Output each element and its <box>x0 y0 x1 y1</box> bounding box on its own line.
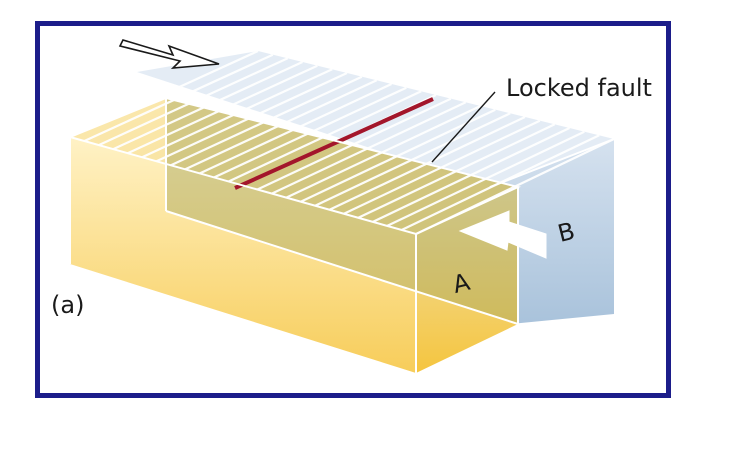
fault-plane <box>166 98 518 324</box>
surface-stripe <box>199 83 392 175</box>
block-b-label: B <box>555 217 578 248</box>
block-b-front-face <box>490 139 614 326</box>
surface-stripe <box>69 49 259 139</box>
fault-label: Locked fault <box>506 74 652 102</box>
locked-fault-line <box>234 97 434 190</box>
panel-label: (a) <box>51 291 84 319</box>
block-a-side-face <box>70 137 416 373</box>
fault-label-leader <box>431 91 496 163</box>
block-a-top-face <box>70 98 518 234</box>
surface-stripe <box>98 57 289 147</box>
motion-arrow-right <box>458 210 547 259</box>
surface-stripe <box>271 101 467 195</box>
surface-stripe <box>170 75 363 167</box>
figure-frame: Locked fault (a) B A <box>35 21 671 398</box>
surface-stripe <box>285 105 481 199</box>
surface-stripe <box>184 79 378 171</box>
surface-stripe <box>213 86 407 179</box>
fault-block-diagram: Locked fault (a) B A <box>51 39 652 373</box>
surface-stripe <box>256 97 452 191</box>
block-a-label: A <box>450 268 473 299</box>
surface-stripe <box>228 90 422 183</box>
block-edges <box>69 96 615 373</box>
surface-stripe <box>83 53 274 143</box>
surface-stripe <box>112 61 303 151</box>
motion-arrow-top <box>118 39 220 69</box>
surface-stripe <box>127 64 318 155</box>
surface-stripe <box>141 68 333 159</box>
surface-stripe <box>156 72 348 163</box>
